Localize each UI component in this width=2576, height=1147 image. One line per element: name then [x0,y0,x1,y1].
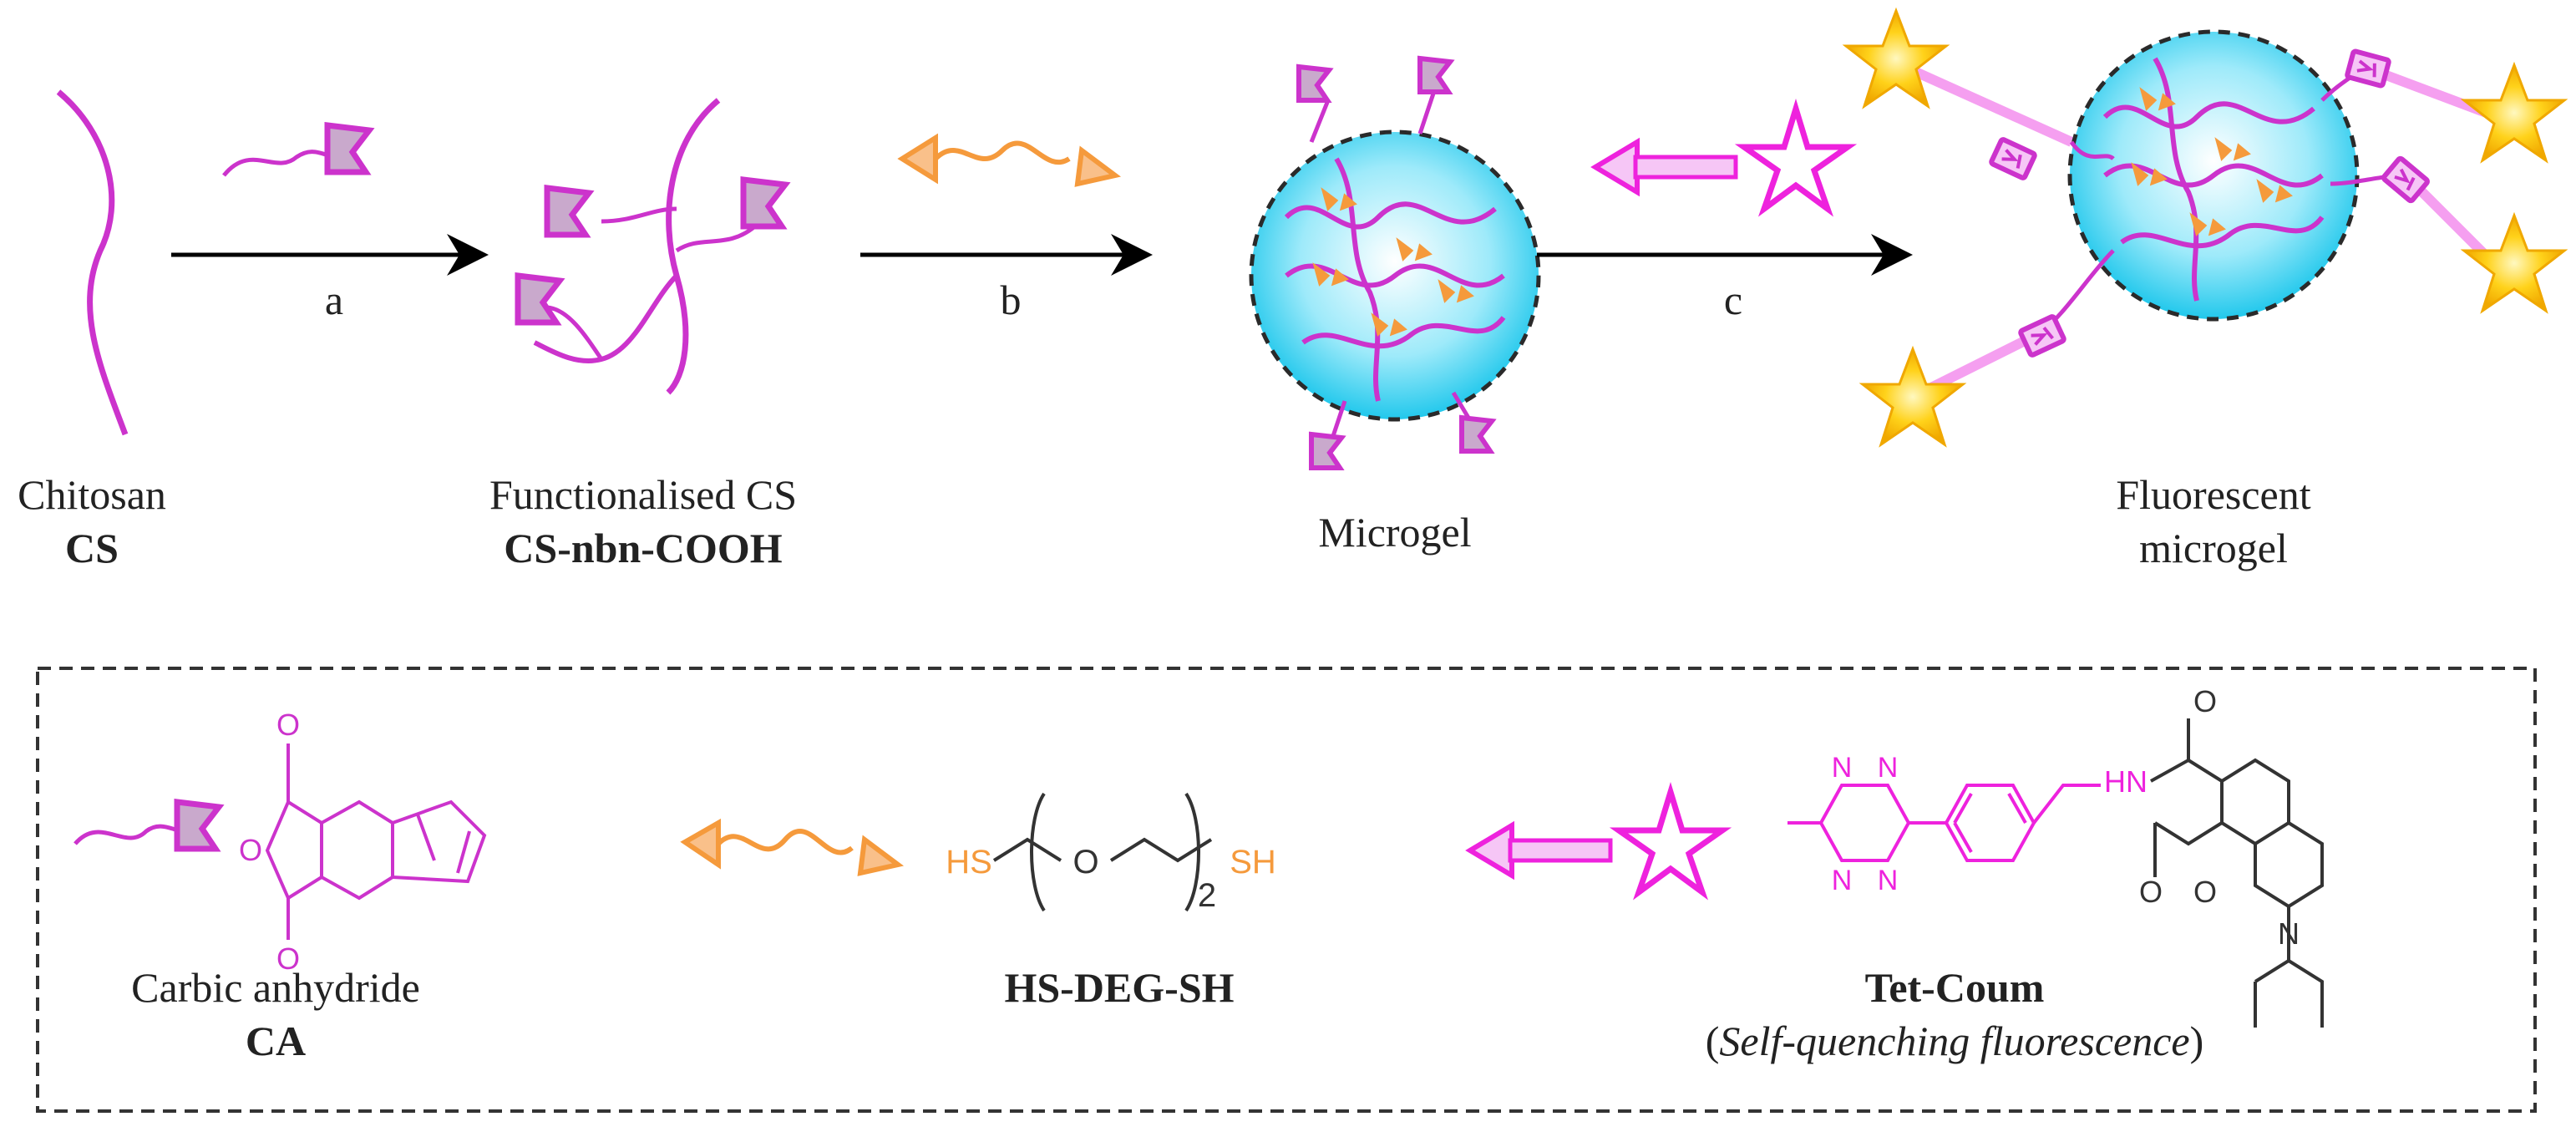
chitosan-name: Chitosan [18,471,166,518]
tet-hn: HN [2104,764,2148,799]
functionalised-cs-name: Functionalised CS [489,471,798,518]
anhydride-legend-icon [177,802,219,849]
legend-box [36,667,2537,1113]
coumarin-structure [2150,718,2324,1028]
fluorescent-microgel-line2: microgel [2139,525,2288,571]
anhydride-tail [222,150,327,177]
ca-o-top: O [276,708,300,742]
ca-label: Carbic anhydride CA [131,961,420,1068]
dithiol-legend-icon [680,818,905,876]
chitosan-code: CS [65,525,119,571]
tetrazine-coumarin-icon [1590,98,1858,217]
ca-name: Carbic anhydride [131,964,420,1011]
dithiol-icon [897,133,1122,187]
functionalised-cs-code: CS-nbn-COOH [504,525,783,571]
step-b-label: b [1000,277,1022,323]
tetrazine-structure [1787,784,2101,862]
anhydride-icon [327,125,369,172]
step-a-label: a [324,277,344,323]
functionalised-cs-graphic [518,98,785,395]
carbic-anhydride-structure [265,744,487,940]
dithiol-code: HS-DEG-SH [1004,964,1235,1011]
microgel-label: Microgel [1318,509,1472,556]
ca-o-ring: O [239,833,262,867]
chitosan-chain [56,89,129,436]
chitosan-label: Chitosan CS [18,468,166,575]
fluorescent-microgel-graphic [1844,9,2566,446]
tet-coum-label: Tet-Coum (Self-quenching fluorescence) [1706,961,2204,1068]
coum-o2: O [2139,875,2163,909]
coum-o1: O [2193,684,2217,718]
tet-n3: N [1832,865,1853,896]
tet-n2: N [1878,752,1899,784]
sh-right-label: SH [1230,844,1276,881]
tet-n4: N [1878,865,1899,896]
fluorescent-microgel-line1: Fluorescent [2116,471,2311,518]
tet-coum-code: Tet-Coum [1864,964,2045,1011]
ca-code: CA [245,1018,307,1064]
fluorescent-microgel-label: Fluorescent microgel [2116,468,2310,575]
ca-o-bottom: O [276,941,300,976]
coum-n: N [2278,916,2300,951]
tet-coum-note: (Self-quenching fluorescence) [1705,1018,2204,1064]
repeat-subscript: 2 [1198,877,1216,914]
dithiol-label: HS-DEG-SH [1004,961,1234,1014]
coum-o3: O [2193,875,2217,909]
dithiol-structure [992,792,1213,912]
ether-o-label: O [1072,844,1098,881]
hs-left-label: HS [946,844,992,881]
microgel-graphic [1249,58,1541,468]
functionalised-cs-label: Functionalised CS CS-nbn-COOH [489,468,797,575]
tet-n1: N [1832,752,1853,784]
tet-legend-icon [1465,781,1732,901]
step-c-label: c [1723,277,1743,323]
